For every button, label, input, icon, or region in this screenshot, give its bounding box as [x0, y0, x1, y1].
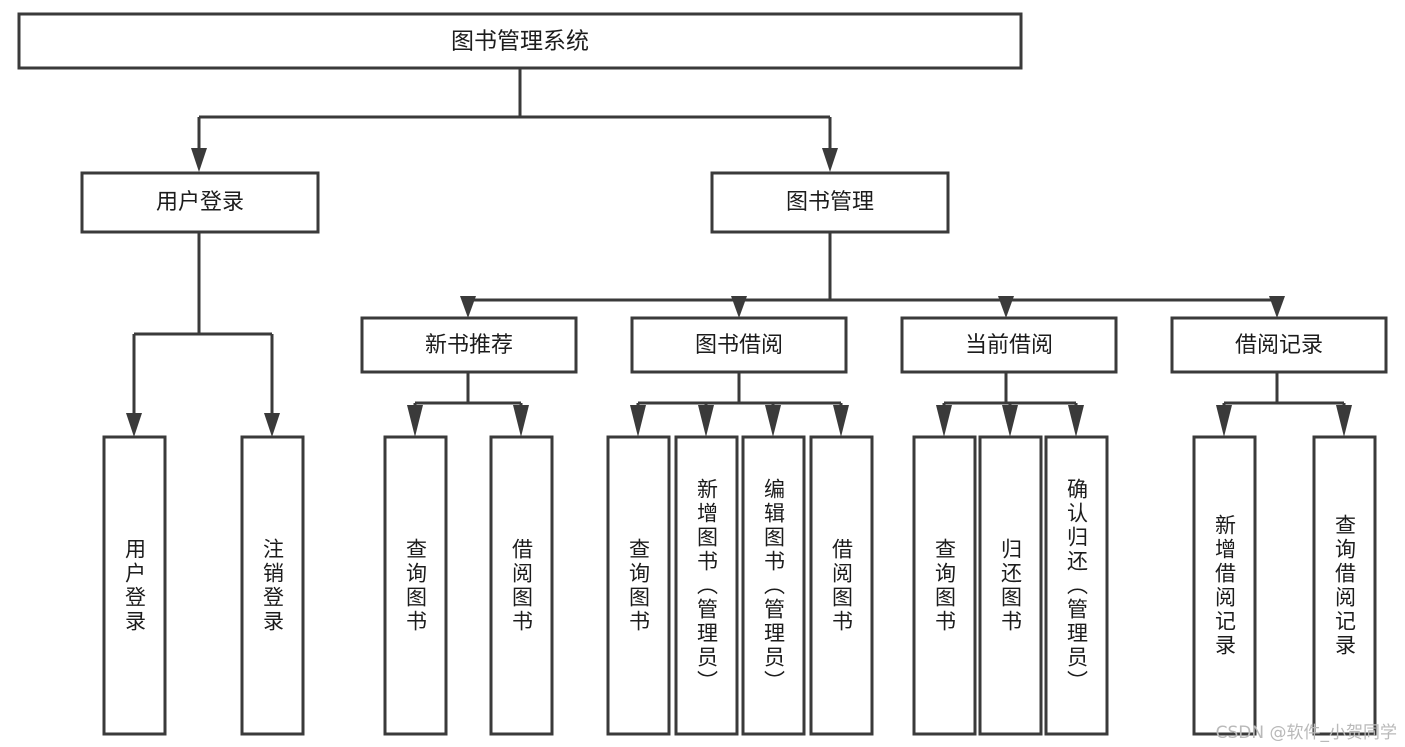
arrowhead-newbook-child-1 — [407, 405, 423, 437]
node-box-leaf-new-book-0[interactable] — [383, 435, 448, 736]
arrowhead-currentborrow-child-2 — [1002, 405, 1018, 437]
node-box-leaf-book-borrow-2[interactable] — [741, 435, 806, 736]
arrowhead-bookborrow-child-1 — [630, 405, 646, 437]
arrowhead-borrowrecord-child-1 — [1216, 405, 1232, 437]
arrowhead-user-login-child-2 — [264, 413, 280, 437]
node-box-leaf-current-borrow-1[interactable] — [978, 435, 1043, 736]
nodes-layer: 图书管理系统 用户登录 图书管理 新书推荐 图书借阅 当前借阅 借阅记录 — [17, 12, 1388, 736]
node-box-borrow-record[interactable] — [1170, 316, 1388, 374]
node-label-current-borrow: 当前借阅 — [965, 333, 1053, 358]
arrowheads-layer — [126, 148, 1352, 437]
node-box-current-borrow[interactable] — [900, 316, 1118, 374]
node-label-book-manage: 图书管理 — [786, 190, 874, 215]
node-box-leaf-current-borrow-2[interactable] — [1044, 435, 1109, 736]
arrowhead-currentborrow-child-1 — [936, 405, 952, 437]
node-box-leaf-user-login-1[interactable] — [240, 435, 305, 736]
node-box-root[interactable] — [17, 12, 1023, 70]
node-label-user-login: 用户登录 — [156, 190, 244, 215]
arrowhead-bookborrow-child-4 — [833, 405, 849, 437]
node-box-leaf-borrow-record-1[interactable] — [1312, 435, 1377, 736]
arrowhead-book-manage — [822, 148, 838, 172]
arrowhead-bookborrow-child-2 — [698, 405, 714, 437]
arrowhead-bookborrow-child-3 — [765, 405, 781, 437]
arrowhead-user-login-child-1 — [126, 413, 142, 437]
arrowhead-newbook-child-2 — [513, 405, 529, 437]
node-label-root: 图书管理系统 — [451, 29, 589, 55]
arrowhead-borrow-record — [1269, 296, 1285, 318]
node-box-user-login[interactable] — [80, 171, 320, 234]
node-box-book-manage[interactable] — [710, 171, 950, 234]
arrowhead-new-book — [460, 296, 476, 318]
arrowhead-borrowrecord-child-2 — [1336, 405, 1352, 437]
csdn-watermark: CSDN @软件_小贺同学 — [1215, 723, 1397, 743]
node-label-book-borrow: 图书借阅 — [695, 333, 783, 358]
node-label-borrow-record: 借阅记录 — [1235, 333, 1323, 358]
node-box-leaf-new-book-1[interactable] — [489, 435, 554, 736]
arrowhead-current-borrow — [998, 296, 1014, 318]
arrowhead-book-borrow — [731, 296, 747, 318]
node-box-leaf-book-borrow-1[interactable] — [674, 435, 739, 736]
node-box-leaf-borrow-record-0[interactable] — [1192, 435, 1257, 736]
node-box-new-book-recommend[interactable] — [360, 316, 578, 374]
node-box-leaf-current-borrow-0[interactable] — [912, 435, 977, 736]
node-box-leaf-book-borrow-3[interactable] — [809, 435, 874, 736]
node-box-leaf-book-borrow-0[interactable] — [606, 435, 671, 736]
arrowhead-currentborrow-child-3 — [1068, 405, 1084, 437]
arrowhead-user-login — [191, 148, 207, 172]
node-box-book-borrow[interactable] — [630, 316, 848, 374]
node-box-leaf-user-login-0[interactable] — [102, 435, 167, 736]
node-label-new-book-recommend: 新书推荐 — [425, 333, 513, 358]
